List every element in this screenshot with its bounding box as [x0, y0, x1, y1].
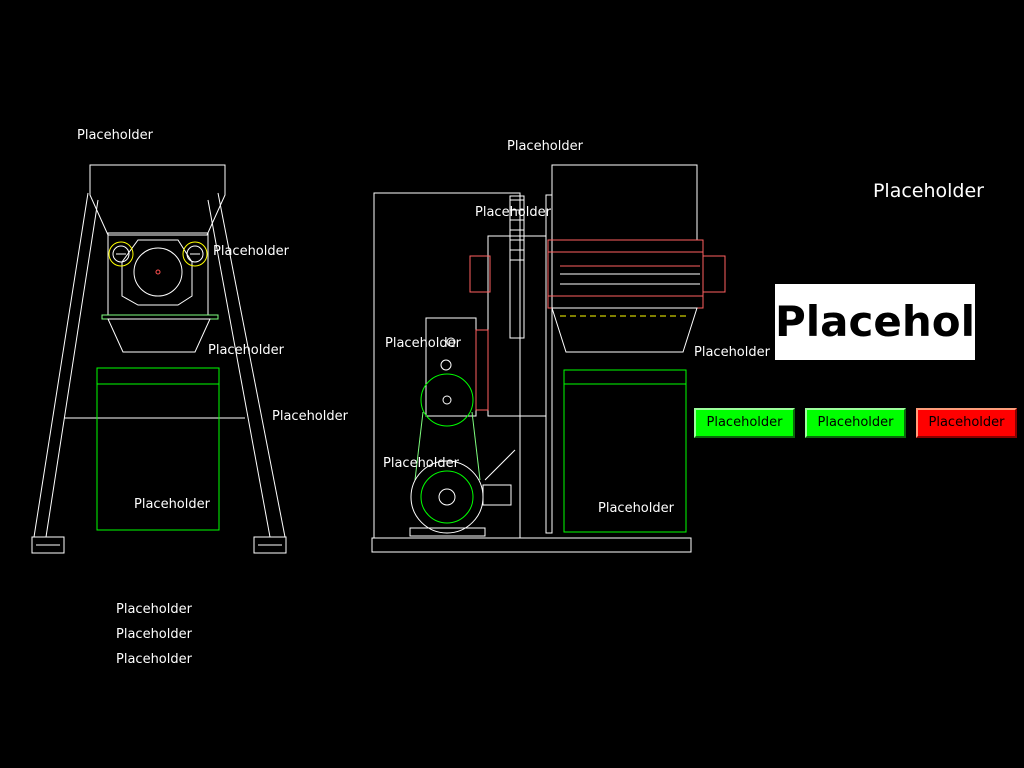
right-bucket [563, 369, 687, 533]
reducer-label: Placeholder [385, 336, 461, 351]
right-front-view [371, 164, 726, 553]
right-enclosure [373, 192, 521, 539]
operation-steps: Placeholder Placeholder Placeholder [116, 602, 192, 677]
left-valve-left [108, 241, 134, 267]
left-valve-label: Placeholder [213, 244, 289, 259]
left-side-view [31, 164, 287, 554]
motor [410, 460, 484, 534]
left-bucket [96, 367, 220, 531]
gearbox [487, 235, 547, 417]
right-inlet-label: Placeholder [507, 139, 583, 154]
right-bucket-label: Placeholder [598, 501, 674, 516]
reducer-pulley [420, 373, 474, 427]
motor-label: Placeholder [383, 456, 459, 471]
belt-label: Placeholder [475, 205, 551, 220]
right-base [371, 537, 692, 553]
left-outlet-label: Placeholder [208, 343, 284, 358]
left-valve-right [182, 241, 208, 267]
shutdown-button[interactable]: Placeholder [916, 408, 1017, 438]
granulate-on-button[interactable]: Placeholder [694, 408, 795, 438]
step-2: Placeholder [116, 627, 192, 642]
feed-on-button[interactable]: Placeholder [805, 408, 906, 438]
machine-title: Placeholder [872, 180, 984, 202]
step-1: Placeholder [116, 602, 192, 617]
right-outlet-label: Placeholder [694, 345, 770, 360]
left-inlet-label: Placeholder [77, 128, 153, 143]
left-hopper [89, 164, 226, 236]
right-hopper [551, 164, 698, 241]
left-foot-right [253, 536, 287, 554]
step-3: Placeholder [116, 652, 192, 667]
brand-logo: Placeholder [775, 284, 1024, 360]
left-foot-left [31, 536, 65, 554]
left-bucket-label: Placeholder [134, 497, 210, 512]
frame-label: Placeholder [272, 409, 348, 424]
